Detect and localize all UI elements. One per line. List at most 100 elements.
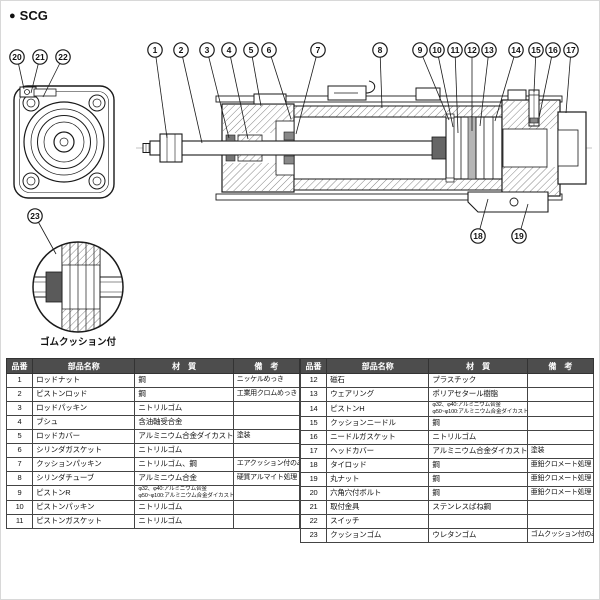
material-cell: 鋼	[134, 387, 234, 402]
note-cell: 亜鉛クロメート処理	[526, 486, 595, 501]
part-no-cell: 23	[299, 528, 328, 543]
mounting-foot	[467, 191, 549, 213]
column-header: 部品名称	[32, 358, 136, 374]
cushion-packing	[283, 131, 295, 165]
part-no-cell: 14	[299, 401, 328, 417]
balloon-circle	[173, 42, 189, 58]
material-cell: 含油軸受合金	[134, 415, 234, 430]
cushion-rubber-detail	[45, 271, 63, 303]
balloon-15: 15	[528, 42, 544, 93]
material-cell: ポリアセタール樹脂	[428, 387, 528, 402]
tie-rod-holes	[22, 94, 106, 190]
balloon-19: 19	[511, 203, 529, 244]
part-name-cell: 丸ナット	[326, 472, 430, 487]
material-cell: ニトリルゴム	[134, 500, 234, 515]
balloon-11: 11	[447, 42, 463, 134]
note-cell	[526, 416, 595, 431]
leader-line	[295, 49, 319, 135]
balloon-circle	[412, 42, 428, 58]
part-no-cell: 17	[299, 444, 328, 459]
note-cell: ゴムクッション付のみ	[526, 528, 595, 543]
rod-side-port	[253, 93, 287, 105]
note-cell: 塗装	[232, 429, 301, 444]
switch-rail-block	[415, 87, 441, 101]
balloon-number: 3	[205, 45, 210, 55]
balloon-circle	[199, 42, 215, 58]
leader-line	[206, 49, 230, 139]
leader-line	[565, 49, 572, 114]
part-name-cell: ピストンH	[326, 401, 430, 417]
part-no-cell: 9	[5, 485, 34, 501]
material-subline: φ50~φ100:アルミニウム合金ダイカスト	[138, 493, 234, 499]
part-name-cell: シリンダガスケット	[32, 443, 136, 458]
leader-line	[436, 49, 454, 128]
part-name-cell: 取付金具	[326, 500, 430, 515]
note-cell	[526, 387, 595, 402]
part-no-cell: 3	[5, 401, 34, 416]
material-cell: ニトリルゴム、鋼	[134, 457, 234, 472]
balloon-circle	[481, 42, 497, 58]
material-cell: ニトリルゴム	[134, 514, 234, 529]
balloon-number: 4	[227, 45, 232, 55]
note-cell: 塗装	[526, 444, 595, 459]
balloon-number: 22	[58, 52, 68, 62]
part-no-cell: 16	[299, 430, 328, 445]
balloon-23: 23	[27, 208, 57, 255]
column-header: 品番	[299, 358, 328, 374]
part-no-cell: 21	[299, 500, 328, 515]
part-name-cell: ニードルガスケット	[326, 430, 430, 445]
leader-line	[479, 49, 490, 127]
leader-line	[494, 49, 517, 122]
head-cover	[501, 89, 561, 197]
balloon-16: 16	[538, 42, 561, 119]
header-row: 品番部品名称材 質備 考	[299, 358, 595, 374]
material-cell: 鋼	[428, 458, 528, 473]
balloon-8: 8	[372, 42, 388, 109]
cushion-rubber	[431, 136, 447, 160]
balloon-number: 6	[267, 45, 272, 55]
balloon-14: 14	[494, 42, 524, 122]
note-cell: エアクッション付のみ	[232, 457, 301, 472]
balloon-number: 5	[249, 45, 254, 55]
detail-view-circle	[32, 241, 124, 333]
note-cell	[526, 514, 595, 529]
column-header: 備 考	[232, 358, 301, 374]
balloon-number: 19	[514, 231, 524, 241]
note-cell: ニッケルめっき	[232, 373, 301, 388]
balloon-circle	[221, 42, 237, 58]
balloon-number: 16	[548, 45, 558, 55]
part-name-cell: ピストンガスケット	[32, 514, 136, 529]
head-side-port	[507, 89, 527, 101]
note-cell: 硬質アルマイト処理	[232, 471, 301, 486]
column-header: 材 質	[134, 358, 234, 374]
rod-nut	[159, 133, 183, 163]
material-cell: アルミニウム合金ダイカスト	[428, 444, 528, 459]
part-no-cell: 12	[299, 373, 328, 388]
note-cell	[526, 500, 595, 515]
header-row: 品番部品名称材 質備 考	[5, 358, 301, 374]
part-name-cell: ブシュ	[32, 415, 136, 430]
part-name-cell: タイロッド	[326, 458, 430, 473]
balloon-number: 23	[30, 211, 40, 221]
section-view	[136, 80, 592, 213]
material-cell: 鋼	[134, 373, 234, 388]
note-cell	[526, 373, 595, 388]
leader-line	[379, 49, 383, 109]
balloon-9: 9	[412, 42, 450, 121]
balloon-18: 18	[470, 198, 489, 244]
